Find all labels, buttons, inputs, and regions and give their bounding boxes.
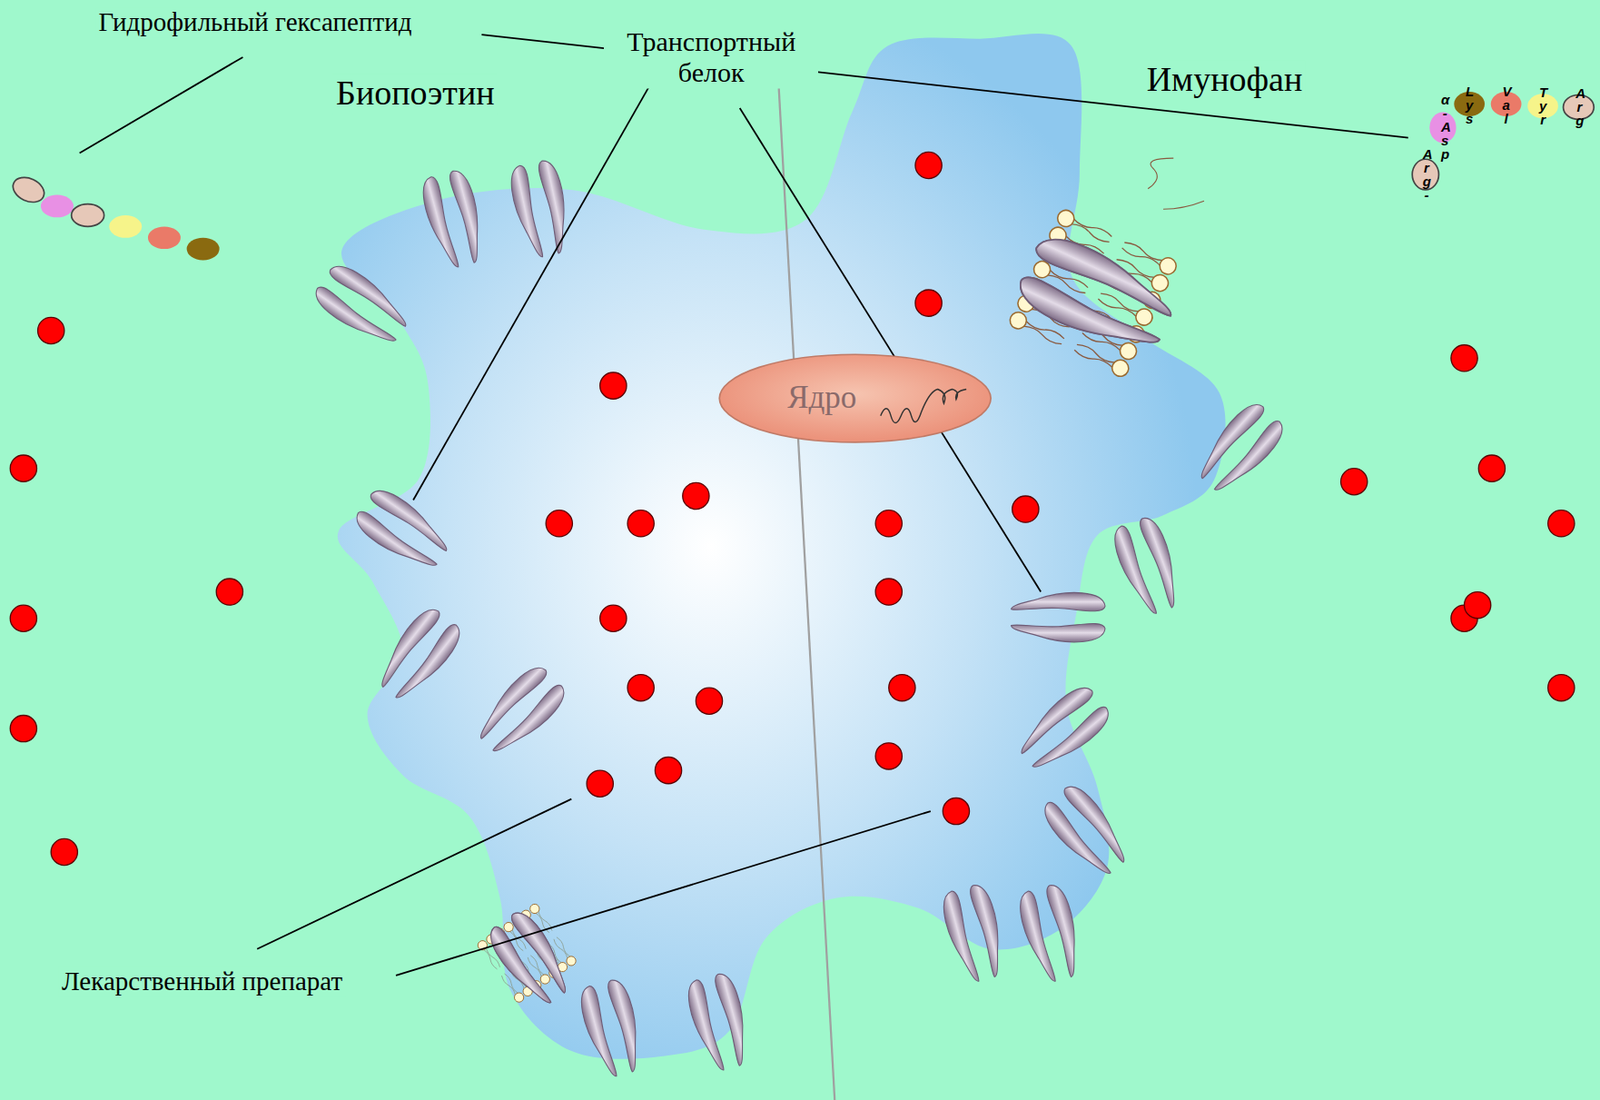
- nucleus-label: Ядро: [787, 379, 857, 416]
- transport-protein: [350, 483, 456, 578]
- callout-label: Лекарственный препарат: [59, 966, 346, 997]
- drug-particle: [915, 289, 942, 317]
- amino-acid: Arg: [1575, 85, 1583, 127]
- drug-particle: [9, 604, 37, 632]
- amino-acid: α-Asp: [1441, 92, 1449, 161]
- drug-particle: [1548, 674, 1575, 702]
- drug-particle: [627, 674, 654, 702]
- drug-particle: [216, 578, 243, 605]
- drug-particle: [586, 770, 613, 797]
- nucleus-ellipse: Ядро: [717, 352, 993, 445]
- transport-protein: [1011, 592, 1106, 642]
- transport-protein: [576, 976, 649, 1080]
- transport-protein: [1108, 513, 1187, 620]
- drug-particle: [600, 604, 627, 632]
- drug-particle: [875, 510, 902, 537]
- amino-acid: Tyr: [1539, 84, 1547, 126]
- drug-particle: [627, 510, 654, 537]
- drug-particle: [915, 151, 942, 178]
- drug-name: Имунофан: [1144, 59, 1306, 100]
- drug-particle: [942, 797, 969, 824]
- transport-protein: [683, 970, 756, 1075]
- amino-acid: Lys: [1465, 83, 1473, 125]
- drug-particle: [545, 510, 573, 537]
- transport-protein: [417, 167, 490, 272]
- transport-protein: [369, 602, 466, 708]
- transport-protein: [309, 258, 415, 354]
- drug-particle: [1464, 592, 1492, 619]
- drug-particle: [1548, 510, 1575, 537]
- transport-protein: [1037, 780, 1136, 884]
- transport-protein: [1011, 680, 1116, 779]
- transport-protein: [938, 881, 1011, 986]
- transport-protein: [469, 660, 572, 761]
- amino-acid: Val: [1501, 83, 1510, 125]
- transport-protein: [483, 906, 578, 1012]
- drug-particle: [38, 316, 65, 344]
- drug-particle: [695, 687, 722, 714]
- drug-particle: [9, 454, 37, 482]
- transport-protein: [1015, 881, 1087, 986]
- transport-protein: [1190, 397, 1291, 501]
- drug-particle: [1341, 468, 1368, 495]
- drug-particle: [888, 674, 916, 702]
- drug-particle: [875, 742, 902, 770]
- drug-particle: [1012, 495, 1039, 523]
- drug-particle: [50, 838, 78, 865]
- callout-label: Гидрофильный гексапептид: [95, 7, 415, 38]
- transport-protein: [506, 158, 575, 260]
- drug-particle: [682, 482, 710, 509]
- drug-particle: [9, 714, 37, 741]
- drug-particle: [600, 372, 627, 399]
- drug-particle: [1478, 454, 1505, 482]
- callout-label: Транспортный белок: [603, 25, 819, 89]
- drug-particle: [875, 578, 902, 605]
- drug-particle: [1451, 345, 1478, 372]
- drug-particle: [654, 757, 682, 784]
- amino-acid: Arg-: [1422, 147, 1431, 202]
- drug-name: Биопоэтин: [333, 74, 498, 115]
- transport-protein: [1012, 227, 1183, 364]
